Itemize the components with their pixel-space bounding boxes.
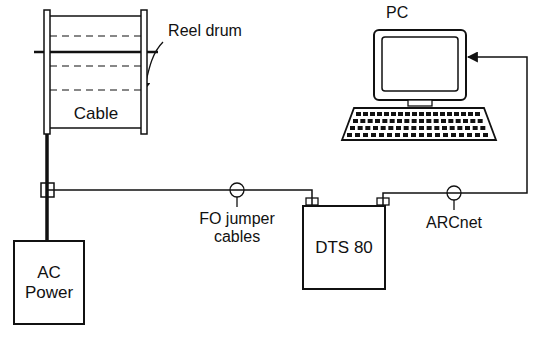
cable-line [47,132,312,205]
node-label: Cable [74,104,118,124]
label-holder: Reel drum [160,22,250,40]
label-holder: FO jumper cables [197,210,277,247]
reel-axle [34,51,158,54]
dts-unit-box: DTS 80 [302,205,386,290]
part-label: Reel drum [168,22,242,39]
reel-drum: Cable [40,10,152,132]
cable-label: FO jumper cables [199,210,275,245]
node-label: PC [386,4,408,22]
label-holder: ARCnet [414,214,494,232]
box-label: DTS 80 [315,238,373,258]
callout-stem [236,197,237,207]
callout-stem [453,200,454,210]
network-label: ARCnet [426,214,482,231]
ac-power-box: AC Power [13,240,85,325]
pc-computer: PC [372,4,468,104]
box-label: AC Power [21,263,77,302]
